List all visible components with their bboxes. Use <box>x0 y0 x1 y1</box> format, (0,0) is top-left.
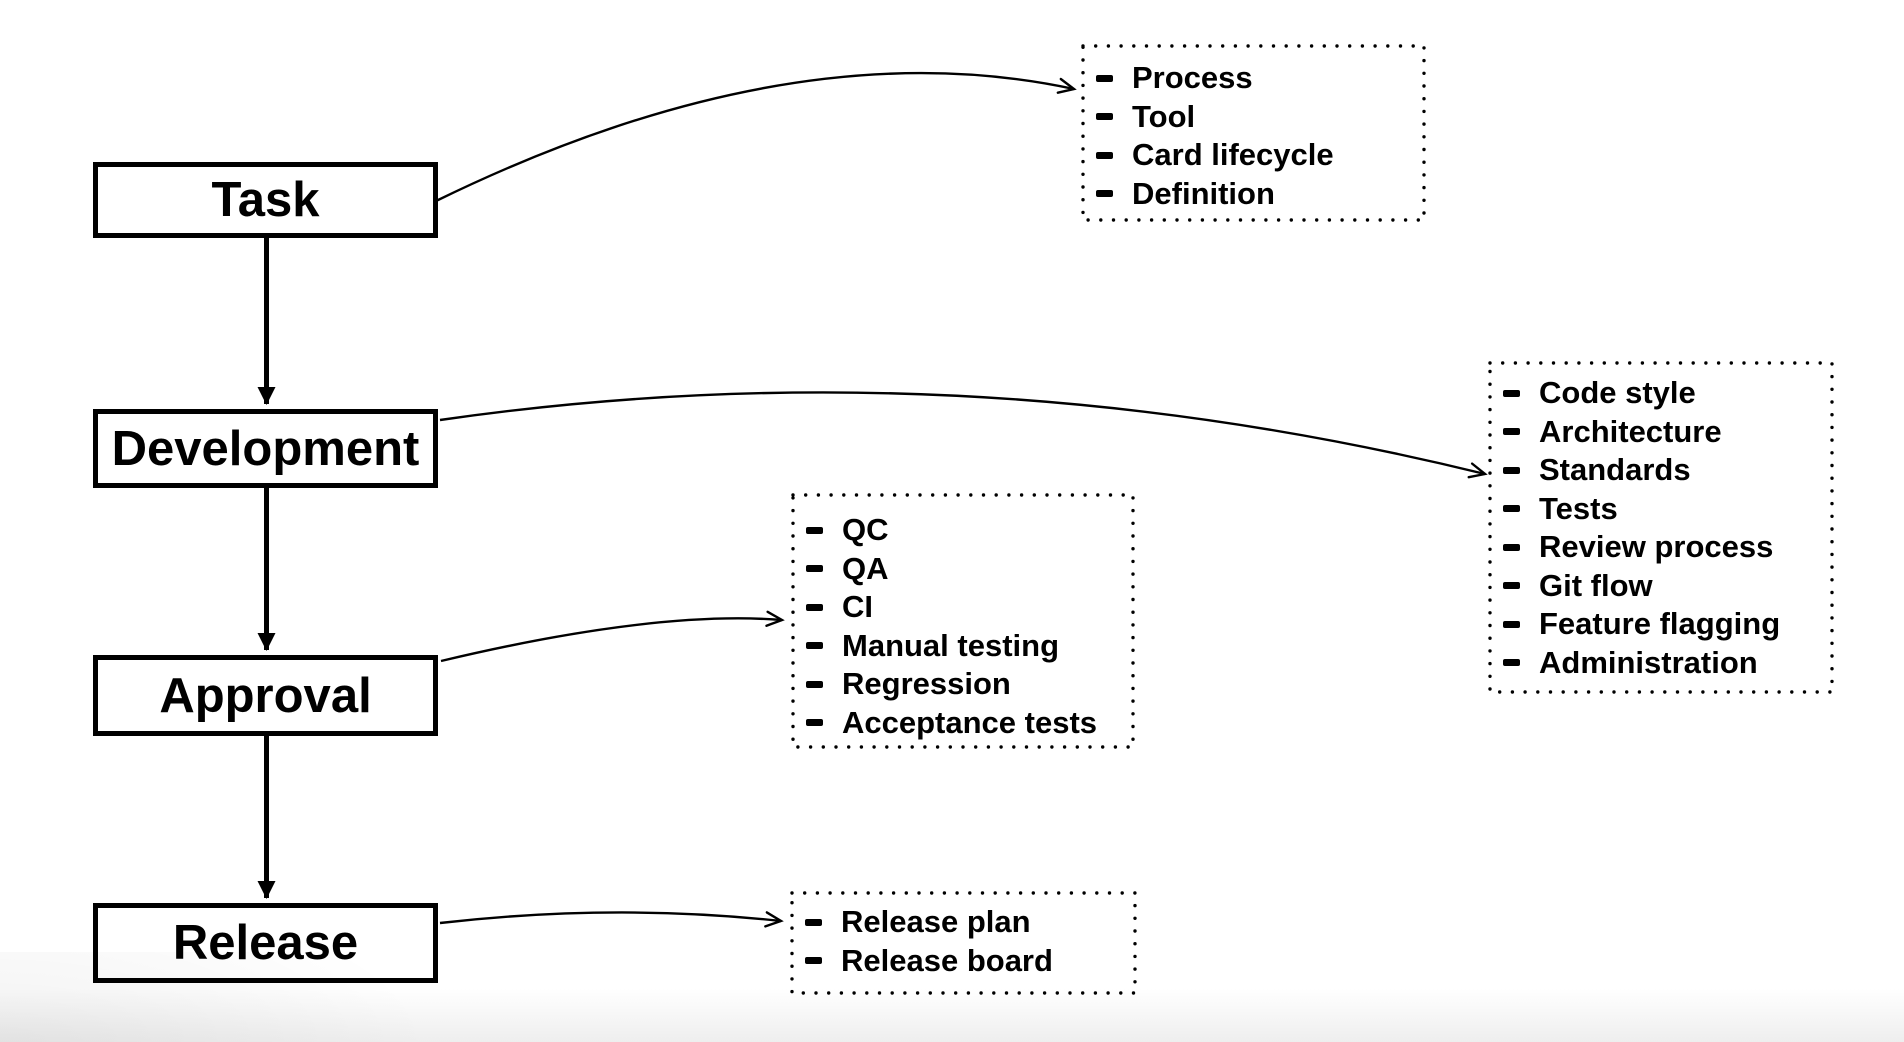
stage-label-release: Release <box>172 916 359 970</box>
dash-bullet-icon <box>1096 113 1113 121</box>
stage-label-approval: Approval <box>159 668 372 723</box>
list-item: Manual testing <box>793 627 1133 666</box>
list-item: Feature flagging <box>1490 605 1832 644</box>
stage-label-task: Task <box>211 173 320 227</box>
list-item-label: Manual testing <box>842 627 1060 663</box>
stage-label-development: Development <box>111 421 420 476</box>
stage-box-approval: Approval <box>93 655 438 736</box>
list-item: Release plan <box>792 903 1135 942</box>
list-item: Card lifecycle <box>1083 136 1424 175</box>
dash-bullet-icon <box>1503 582 1520 590</box>
list-item-label: Release board <box>841 942 1053 978</box>
arrow-approval-to-approval-details <box>440 610 785 663</box>
panel-border-release-details <box>790 891 1137 995</box>
list-item-label: Acceptance tests <box>842 704 1098 740</box>
list-item: Tool <box>1083 98 1424 137</box>
list-item: Release board <box>792 942 1135 981</box>
list-item-label: Card lifecycle <box>1132 137 1334 173</box>
list-item: QA <box>793 550 1133 589</box>
dash-bullet-icon <box>1503 620 1520 628</box>
dash-bullet-icon <box>806 680 823 688</box>
panel-approval-details: QC QA CI Manual testing Regression Accep… <box>793 495 1133 747</box>
dash-bullet-icon <box>1096 74 1113 82</box>
stage-box-release: Release <box>93 903 438 983</box>
dash-bullet-icon <box>1503 428 1520 436</box>
list-item: Tests <box>1490 490 1832 529</box>
stage-box-development: Development <box>93 409 438 488</box>
list-item: Architecture <box>1490 413 1832 452</box>
panel-border-approval-details <box>791 493 1135 749</box>
list-item-label: Release plan <box>841 904 1031 940</box>
dash-bullet-icon <box>805 957 822 965</box>
list-item-label: Feature flagging <box>1539 606 1781 642</box>
list-item: Git flow <box>1490 567 1832 606</box>
list-item-label: Tests <box>1539 490 1618 526</box>
dash-bullet-icon <box>806 526 823 534</box>
list-item-label: CI <box>842 589 873 625</box>
list-item: CI <box>793 588 1133 627</box>
list-item-label: QA <box>842 550 889 586</box>
dash-bullet-icon <box>1503 659 1520 667</box>
panel-border-development-details <box>1488 361 1834 694</box>
dash-bullet-icon <box>805 918 822 926</box>
stage-box-task: Task <box>93 162 438 238</box>
dash-bullet-icon <box>1503 389 1520 397</box>
list-item-label: Standards <box>1539 452 1691 488</box>
dash-bullet-icon <box>1503 466 1520 474</box>
arrow-release-to-release-details <box>439 911 784 928</box>
list-item: Definition <box>1083 175 1424 214</box>
dash-bullet-icon <box>806 603 823 611</box>
list-item-label: Process <box>1132 60 1253 96</box>
panel-border-task-details <box>1081 44 1426 222</box>
list-item: QC <box>793 511 1133 550</box>
list-item: Code style <box>1490 374 1832 413</box>
dash-bullet-icon <box>1503 505 1520 513</box>
arrow-task-to-task-details <box>435 71 1077 203</box>
list-item: Administration <box>1490 644 1832 683</box>
list-item-label: QC <box>842 512 889 548</box>
dash-bullet-icon <box>1503 543 1520 551</box>
list-item-label: Definition <box>1132 175 1275 211</box>
list-item: Review process <box>1490 528 1832 567</box>
list-item-label: Regression <box>842 666 1011 702</box>
dash-bullet-icon <box>806 565 823 573</box>
list-item: Regression <box>793 665 1133 704</box>
dash-bullet-icon <box>806 719 823 727</box>
panel-release-details: Release plan Release board <box>792 893 1135 993</box>
arrow-development-to-development-details <box>439 391 1488 479</box>
list-item-label: Review process <box>1539 529 1774 565</box>
list-item: Process <box>1083 59 1424 98</box>
list-item-label: Architecture <box>1539 413 1722 449</box>
list-item: Standards <box>1490 451 1832 490</box>
list-item-label: Git flow <box>1539 567 1653 603</box>
list-item-label: Tool <box>1132 98 1196 134</box>
dash-bullet-icon <box>806 642 823 650</box>
list-item: Acceptance tests <box>793 704 1133 743</box>
list-item-label: Administration <box>1539 644 1758 680</box>
dash-bullet-icon <box>1096 190 1113 198</box>
panel-development-details: Code style Architecture Standards Tests … <box>1490 363 1832 692</box>
panel-task-details: Process Tool Card lifecycle Definition <box>1083 46 1424 220</box>
dash-bullet-icon <box>1096 151 1113 159</box>
list-item-label: Code style <box>1539 375 1696 411</box>
